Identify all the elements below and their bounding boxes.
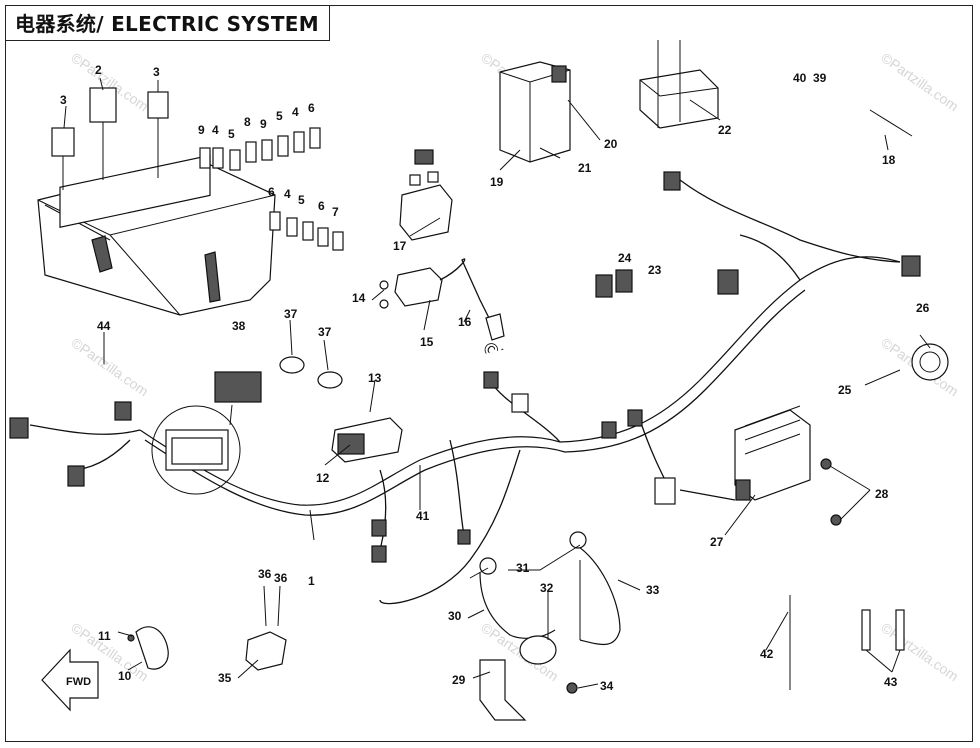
- title-box: 电器系统/ ELECTRIC SYSTEM: [5, 5, 330, 41]
- callout-35: 35: [218, 671, 232, 685]
- relay-23-24: [595, 269, 633, 298]
- callout-37: 37: [318, 325, 332, 339]
- starter-relay: [399, 149, 453, 241]
- watermark: ©Partzilla.com: [68, 334, 151, 399]
- callout-32: 32: [540, 581, 554, 595]
- callout-31: 31: [516, 561, 530, 575]
- callout-12: 12: [316, 471, 330, 485]
- callout-6: 6: [318, 199, 325, 213]
- callout-15: 15: [420, 335, 434, 349]
- callout-29: 29: [452, 673, 466, 687]
- callout-30: 30: [448, 609, 462, 623]
- callout-4: 4: [284, 187, 291, 201]
- callout-21: 21: [578, 161, 592, 175]
- callout-22: 22: [718, 123, 732, 137]
- callout-13: 13: [368, 371, 382, 385]
- callout-17: 17: [393, 239, 407, 253]
- callout-37: 37: [284, 307, 298, 321]
- callout-9: 9: [260, 117, 267, 131]
- callout-3: 3: [60, 93, 67, 107]
- callout-5: 5: [228, 127, 235, 141]
- callout-3: 3: [153, 65, 160, 79]
- callout-39: 39: [813, 71, 827, 85]
- fwd-arrow: FWD: [41, 648, 99, 712]
- regulator-27: [734, 405, 811, 501]
- sensor-15: [379, 258, 505, 341]
- callout-4: 4: [292, 105, 299, 119]
- callout-44: 44: [97, 319, 111, 333]
- connectors: [9, 171, 921, 563]
- callout-10: 10: [118, 669, 132, 683]
- bolts-28: [820, 458, 842, 526]
- cable-ties: [789, 109, 913, 690]
- battery-bracket: [639, 40, 719, 129]
- callout-6: 6: [308, 101, 315, 115]
- callout-23: 23: [648, 263, 662, 277]
- callout-19: 19: [490, 175, 504, 189]
- callout-2: 2: [95, 63, 102, 77]
- callout-20: 20: [604, 137, 618, 151]
- callout-33: 33: [646, 583, 660, 597]
- callout-labels: 1 2 3 3 4 4 4 5 5 5 6 6 6 7 8 9 9 10 11 …: [60, 63, 930, 693]
- watermark: ©Partzilla.com: [878, 49, 961, 114]
- callout-5: 5: [298, 193, 305, 207]
- battery: [499, 61, 571, 163]
- callout-26: 26: [916, 301, 930, 315]
- relay-group: [51, 87, 344, 251]
- diagram-title: 电器系统/ ELECTRIC SYSTEM: [15, 12, 319, 36]
- callout-7: 7: [332, 205, 339, 219]
- callout-38: 38: [232, 319, 246, 333]
- fuse-box: [37, 154, 276, 316]
- sensor-26: [911, 343, 949, 381]
- callout-24: 24: [618, 251, 632, 265]
- callout-25: 25: [838, 383, 852, 397]
- leader-lines: [63, 77, 931, 689]
- fuel-pump: [479, 531, 621, 721]
- diagram-frame: [5, 5, 973, 742]
- callout-1: 1: [308, 574, 315, 588]
- callout-11: 11: [98, 629, 111, 643]
- clamps-37: [279, 356, 343, 389]
- callout-42: 42: [760, 647, 774, 661]
- callout-41: 41: [416, 509, 430, 523]
- callout-8: 8: [244, 115, 251, 129]
- relay-38: [214, 371, 262, 403]
- harness-fuse-block: [151, 405, 241, 495]
- callout-36: 36: [274, 571, 288, 585]
- component-35: [245, 631, 287, 671]
- callout-43: 43: [884, 675, 898, 689]
- callout-36: 36: [258, 567, 272, 581]
- callout-27: 27: [710, 535, 724, 549]
- callout-14: 14: [352, 291, 366, 305]
- callout-18: 18: [882, 153, 896, 167]
- callout-40: 40: [793, 71, 807, 85]
- callout-16: 16: [458, 315, 472, 329]
- callout-34: 34: [600, 679, 614, 693]
- callout-28: 28: [875, 487, 889, 501]
- callout-6: 6: [268, 185, 275, 199]
- fwd-label: FWD: [66, 676, 91, 688]
- callout-5: 5: [276, 109, 283, 123]
- callout-9: 9: [198, 123, 205, 137]
- callout-4: 4: [212, 123, 219, 137]
- horn: [127, 626, 169, 670]
